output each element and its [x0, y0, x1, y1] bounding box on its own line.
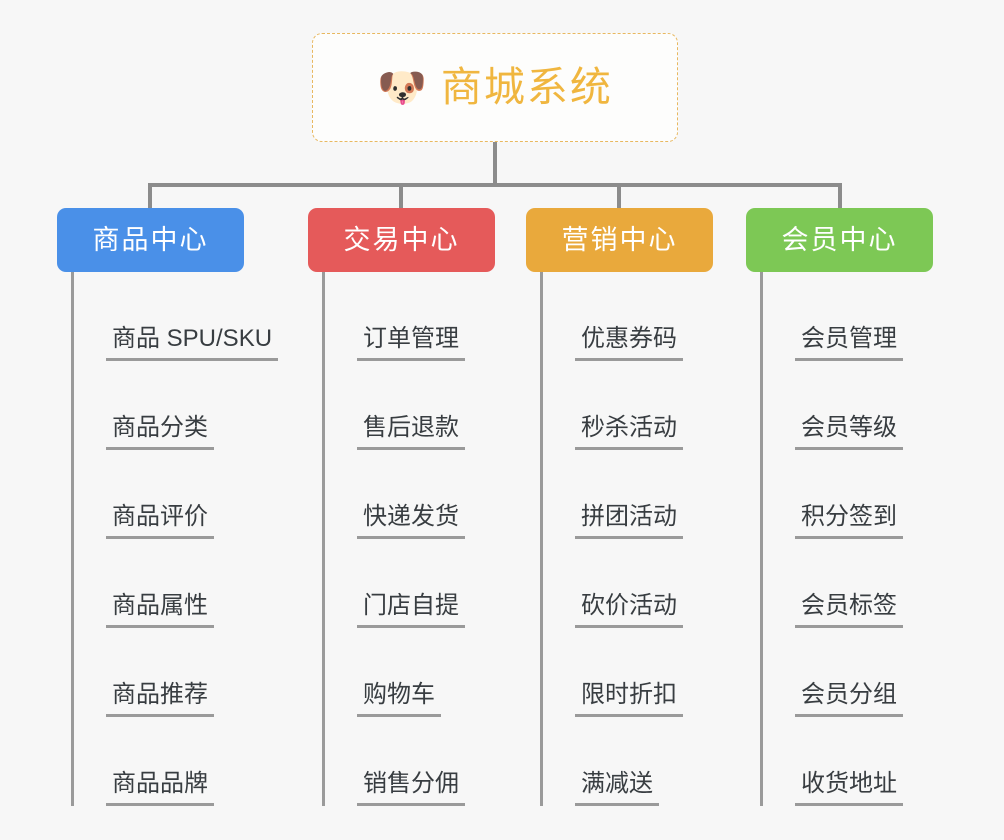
branch-marketing-center: 营销中心优惠券码秒杀活动拼团活动砍价活动限时折扣满减送	[526, 208, 713, 806]
leaf-item[interactable]: 满减送	[543, 717, 713, 806]
leaf-item-label: 商品评价	[106, 503, 214, 539]
leaf-item-label: 会员管理	[795, 325, 903, 361]
branch-header-marketing-center[interactable]: 营销中心	[526, 208, 713, 272]
leaf-item-label: 商品推荐	[106, 681, 214, 717]
leaf-item-label: 会员标签	[795, 592, 903, 628]
leaf-item[interactable]: 会员分组	[763, 628, 933, 717]
leaf-item[interactable]: 会员等级	[763, 361, 933, 450]
leaf-item[interactable]: 商品推荐	[74, 628, 244, 717]
shiba-dog-face-icon: 🐶	[377, 65, 427, 110]
leaf-item-label: 砍价活动	[575, 592, 683, 628]
leaf-item[interactable]: 收货地址	[763, 717, 933, 806]
leaf-item-label: 会员等级	[795, 414, 903, 450]
branch-spine-marketing-center: 优惠券码秒杀活动拼团活动砍价活动限时折扣满减送	[540, 272, 713, 806]
branch-header-label: 交易中心	[343, 224, 460, 255]
leaf-item[interactable]: 订单管理	[325, 272, 495, 361]
leaf-item-label: 会员分组	[795, 681, 903, 717]
leaf-item-label: 商品 SPU/SKU	[106, 325, 279, 361]
leaf-item-label: 售后退款	[357, 414, 465, 450]
leaf-item[interactable]: 砍价活动	[543, 539, 713, 628]
leaf-item[interactable]: 积分签到	[763, 450, 933, 539]
branch-header-product-center[interactable]: 商品中心	[57, 208, 244, 272]
root-node[interactable]: 🐶 商城系统	[312, 33, 678, 142]
leaf-item-label: 商品品牌	[106, 770, 214, 806]
leaf-item-label: 商品属性	[106, 592, 214, 628]
leaf-item-label: 收货地址	[795, 770, 903, 806]
leaf-item-label: 购物车	[357, 681, 441, 717]
leaf-item[interactable]: 商品评价	[74, 450, 244, 539]
leaf-item-label: 秒杀活动	[575, 414, 683, 450]
leaf-item[interactable]: 商品分类	[74, 361, 244, 450]
leaf-item-label: 销售分佣	[357, 770, 465, 806]
branch-spine-product-center: 商品 SPU/SKU 商品分类商品评价商品属性商品推荐商品品牌	[71, 272, 279, 806]
leaf-item[interactable]: 优惠券码	[543, 272, 713, 361]
leaf-item-label: 优惠券码	[575, 325, 683, 361]
connector-drop-2	[399, 183, 403, 209]
leaf-item[interactable]: 销售分佣	[325, 717, 495, 806]
leaf-item[interactable]: 快递发货	[325, 450, 495, 539]
branch-spine-trade-center: 订单管理售后退款快递发货门店自提购物车销售分佣	[322, 272, 495, 806]
leaf-item-label: 限时折扣	[575, 681, 683, 717]
connector-drop-1	[148, 183, 152, 209]
branch-header-trade-center[interactable]: 交易中心	[308, 208, 495, 272]
connector-root-stem	[493, 142, 497, 186]
branch-header-label: 营销中心	[561, 224, 678, 255]
connector-drop-3	[617, 183, 621, 209]
leaf-item-label: 快递发货	[357, 503, 465, 539]
leaf-item-label: 订单管理	[357, 325, 465, 361]
leaf-item-label: 门店自提	[357, 592, 465, 628]
branch-header-member-center[interactable]: 会员中心	[746, 208, 933, 272]
leaf-item[interactable]: 门店自提	[325, 539, 495, 628]
branch-header-label: 商品中心	[92, 224, 209, 255]
leaf-item[interactable]: 秒杀活动	[543, 361, 713, 450]
branch-member-center: 会员中心会员管理会员等级积分签到会员标签会员分组收货地址	[746, 208, 933, 806]
branch-spine-member-center: 会员管理会员等级积分签到会员标签会员分组收货地址	[760, 272, 933, 806]
leaf-item[interactable]: 会员管理	[763, 272, 933, 361]
leaf-item[interactable]: 商品属性	[74, 539, 244, 628]
leaf-item[interactable]: 拼团活动	[543, 450, 713, 539]
root-title: 商城系统	[440, 64, 613, 110]
leaf-item-label: 满减送	[575, 770, 659, 806]
branch-product-center: 商品中心商品 SPU/SKU 商品分类商品评价商品属性商品推荐商品品牌	[57, 208, 279, 806]
branch-trade-center: 交易中心订单管理售后退款快递发货门店自提购物车销售分佣	[308, 208, 495, 806]
leaf-item[interactable]: 限时折扣	[543, 628, 713, 717]
leaf-item-label: 积分签到	[795, 503, 903, 539]
leaf-item[interactable]: 售后退款	[325, 361, 495, 450]
branch-header-label: 会员中心	[781, 224, 898, 255]
leaf-item[interactable]: 商品品牌	[74, 717, 244, 806]
leaf-item[interactable]: 会员标签	[763, 539, 933, 628]
leaf-item-label: 商品分类	[106, 414, 214, 450]
leaf-item[interactable]: 商品 SPU/SKU	[74, 272, 279, 361]
connector-drop-4	[838, 183, 842, 209]
connector-horizontal-bar	[148, 183, 842, 187]
leaf-item-label: 拼团活动	[575, 503, 683, 539]
leaf-item[interactable]: 购物车	[325, 628, 495, 717]
